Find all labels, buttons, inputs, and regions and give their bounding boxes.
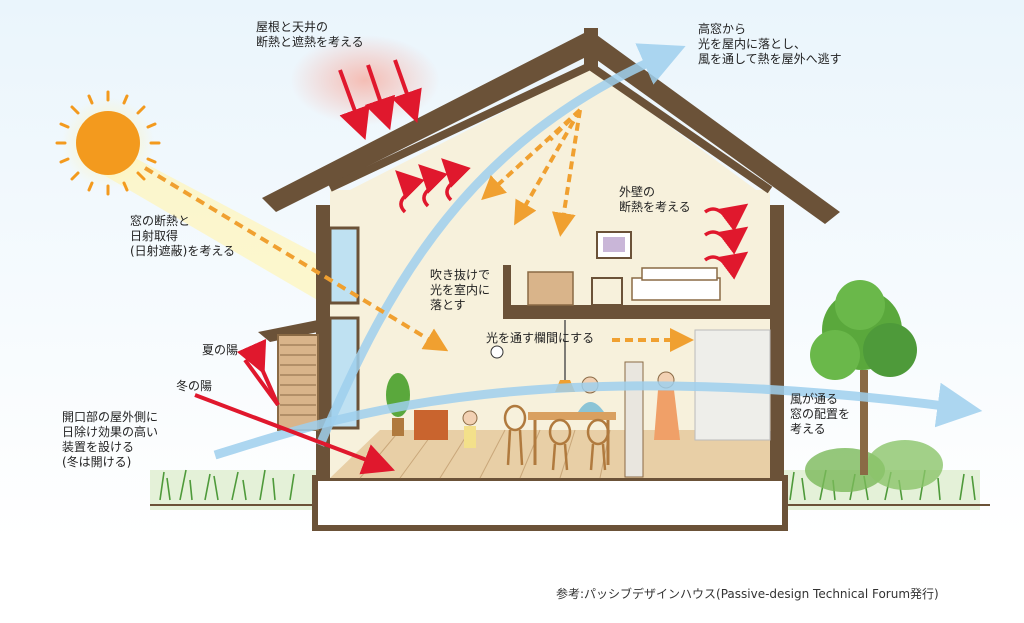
tree-icon (810, 280, 917, 475)
summer-sun-label: 夏の陽 (202, 343, 239, 357)
awning (258, 320, 318, 342)
desk (591, 277, 623, 306)
ceiling-heat-arrows (395, 158, 471, 214)
clerestory (584, 28, 598, 68)
roof (262, 30, 840, 224)
summer-sun-reflect (236, 338, 280, 406)
updraft-arrow (315, 43, 686, 447)
dining-table (528, 412, 616, 420)
house (258, 28, 840, 531)
foundation (312, 475, 788, 531)
exterior-shade (277, 334, 319, 431)
right-wall (770, 205, 784, 480)
roof-insulation-label: 屋根と天井の断熱と遮熱を考える (256, 20, 364, 49)
child (462, 410, 478, 448)
transom-label: 光を通す欄間にする (486, 331, 595, 345)
clock-icon (490, 345, 504, 359)
armchair (414, 410, 448, 440)
sun-icon (55, 90, 161, 196)
window-insulation-label: 窓の断熱と日射取得(日射遮蔽)を考える (130, 214, 236, 258)
picture-inner (603, 237, 625, 252)
wind-window-label: 風が通る窓の配置を考える (790, 392, 851, 436)
roof-heat-arrows (338, 59, 422, 141)
source-credit: 参考:パッシブデザインハウス(Passive-design Technical … (556, 587, 939, 601)
bed-pillow (641, 267, 718, 281)
grass-left (159, 469, 295, 501)
winter-sun-label: 冬の陽 (176, 379, 213, 393)
wind-flow-arrow (213, 381, 983, 460)
shade-slats (280, 344, 316, 416)
floor (330, 430, 770, 478)
winter-sun-arrow (194, 393, 395, 475)
sunlight-arrow (143, 166, 449, 352)
shading-device-label: 開口部の屋外側に日除け効果の高い装置を設ける(冬は開ける) (62, 410, 159, 469)
dining-chairs (503, 404, 610, 471)
wall-insulation-label: 外壁の断熱を考える (619, 185, 691, 214)
upper-window (328, 226, 360, 305)
ceiling-line (328, 61, 773, 194)
bookshelf (527, 271, 574, 306)
atrium-label: 吹き抜けで光を室内に落とす (430, 268, 491, 312)
clerestory-light-rays (481, 108, 582, 237)
kitchen-counter (624, 361, 644, 478)
lower-window (328, 316, 360, 430)
left-wall (316, 205, 330, 480)
wall-heat-arrows (703, 203, 749, 280)
loft-railing (503, 265, 511, 307)
loft-floor (503, 305, 770, 319)
high-window-label: 高窓から光を屋内に落とし、風を通して熱を屋外へ逃す (698, 22, 842, 66)
bed (631, 277, 721, 301)
shrub (867, 440, 943, 490)
